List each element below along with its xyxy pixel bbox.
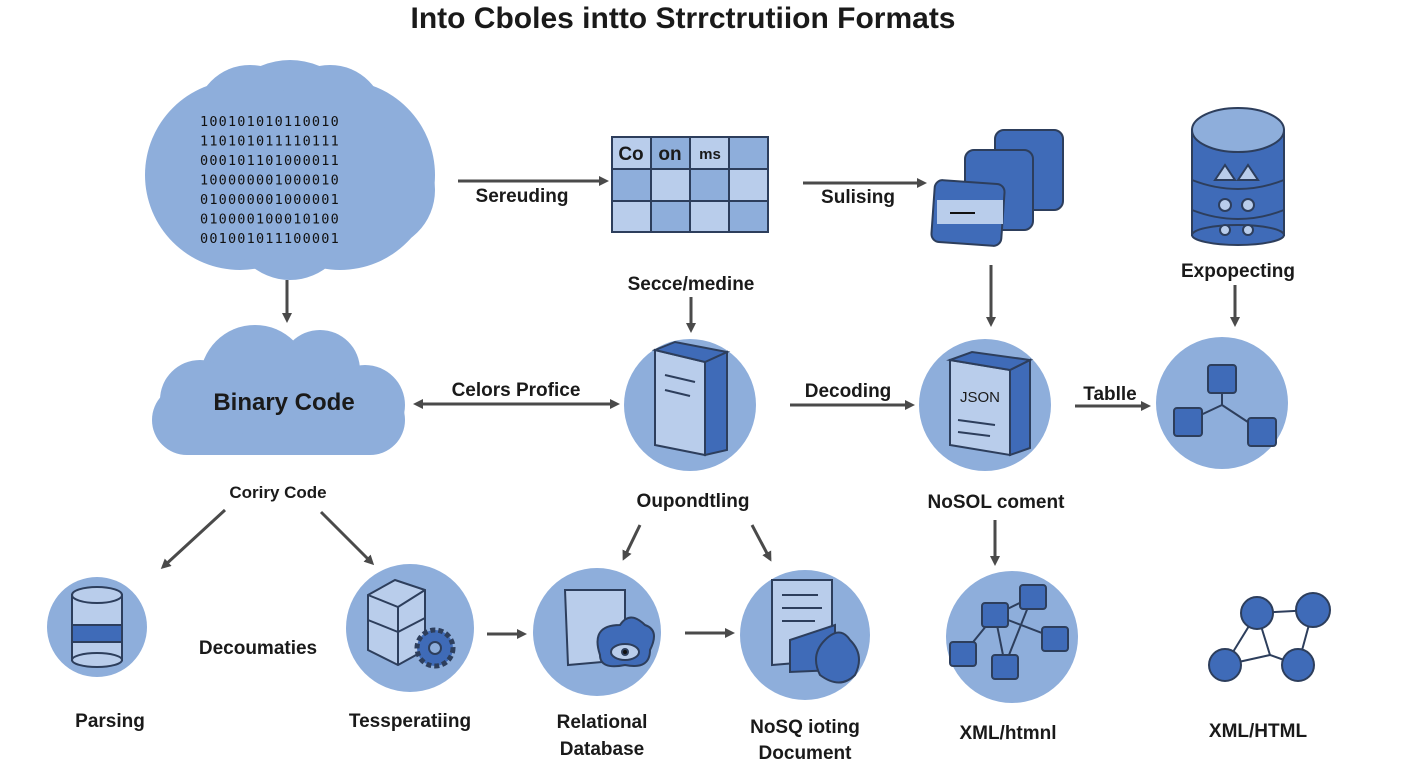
binary-row: 110101011110111 [200,134,340,150]
label-expopecting: Expopecting [1181,261,1295,282]
book-icon [651,340,731,457]
binary-row: 001001011100001 [200,231,340,247]
label-relational-2: Database [560,739,645,760]
binary-row: 010000001000001 [200,192,340,208]
label-coriry-code: Coriry Code [229,483,326,502]
database-cylinder-icon [1191,107,1285,246]
label-nosol-coment: NoSOL coment [928,492,1066,513]
binary-text: 100101010110010 110101011110111 0001011010… [200,114,340,247]
label-relational-1: Relational [557,712,648,733]
arrow-to-relational [622,524,642,561]
graph-icon [1208,592,1331,682]
label-xml-lower: XML/htmnl [959,723,1056,744]
label-secce-medine: Secce/medine [628,274,755,295]
arrow-to-tessperatiing [319,510,375,566]
table-header-1: Co [618,144,643,165]
label-tessperatiing: Tessperatiing [349,711,471,732]
cube-gear-icon [367,578,456,669]
label-decoding: Decoding [805,381,892,402]
label-celors-profice: Celors Profice [452,380,581,401]
network-nodes-icon [1173,364,1277,447]
diagram-title: Into Cboles intto Strrctrutiion Formats [411,2,956,35]
binary-row: 010000100010100 [200,212,340,228]
arrow-to-parsing [160,508,227,570]
label-sulising: Sulising [821,187,895,208]
label-tablle: Tablle [1083,384,1137,405]
card-stack-icon [930,129,1064,247]
json-file-icon [946,350,1034,457]
label-decoumaties: Decoumaties [199,638,317,659]
label-json: JSON [960,389,1000,406]
table-grid-icon [611,136,769,233]
database-icon [71,586,123,668]
binary-row: 100101010110010 [200,114,340,130]
label-parsing: Parsing [75,711,145,732]
label-xml-upper: XML/HTML [1209,721,1308,742]
binary-cloud-icon [145,60,435,280]
document-eye-icon [563,589,655,668]
label-nosq-1: NoSQ ioting [750,717,860,738]
arrow-to-nosq [750,524,772,562]
label-sereuding: Sereuding [476,186,569,207]
document-icon [771,579,860,684]
xml-network-icon [949,584,1069,680]
table-header-2: on [658,144,681,165]
table-header-3: ms [699,146,721,163]
label-nosq-2: Document [759,743,853,764]
binary-row: 000101101000011 [200,153,340,169]
binary-row: 100000001000010 [200,173,340,189]
label-oupondtling: Oupondtling [637,491,750,512]
label-binary-code: Binary Code [213,389,354,416]
cloud-icon [152,325,405,455]
